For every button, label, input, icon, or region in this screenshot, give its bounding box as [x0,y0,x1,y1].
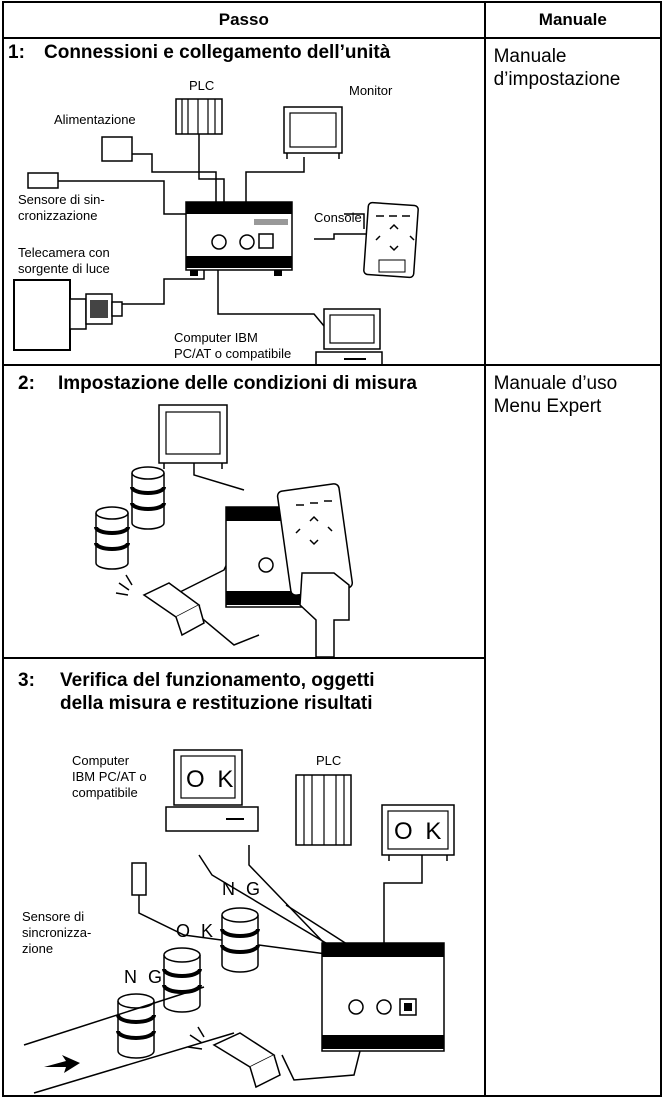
label-plc: PLC [189,78,214,93]
camera-icon [13,279,123,351]
monitor-icon [283,106,343,159]
step-cell-2: 2: Impostazione delle condizioni di misur… [2,364,486,659]
ok-mid-text: O K [176,921,216,941]
plc-icon [175,98,223,135]
label-computer-2: PC/AT o compatibile [174,346,291,361]
settings-diagram [94,404,354,657]
step-title-text: Connessioni e collegamento dell’unità [44,42,391,63]
ng-left-text: N G [124,967,165,987]
sensor-icon [27,172,59,189]
label-computer-3: compatibile [72,785,138,800]
label-sensor-1: Sensore di sin- [18,192,105,207]
step-number: 1: [8,42,25,63]
label-sensor-2: cronizzazione [18,208,98,223]
step-title-text: della misura e restituzione risultati [60,693,373,714]
label-camera-1: Telecamera con [18,245,110,260]
label-computer-2: IBM PC/AT o [72,769,147,784]
step-title-text: Impostazione delle condizioni di misura [58,373,417,394]
label-camera-2: sorgente di luce [18,261,110,276]
conveyor-lines [23,986,235,1094]
step-title-1: 1: Connessioni e collegamento dell’unità [4,39,484,64]
step-title-text: Verifica del funzionamento, oggetti [60,670,375,691]
controller-unit-icon [185,201,293,276]
step-row-1: 1: Connessioni e collegamento dell’unità [2,37,663,366]
label-sensor-1: Sensore di [22,909,84,924]
verification-diagram: O K Computer IBM PC/AT o compatibile PLC… [22,749,455,1094]
arrow-left-icon [44,1055,80,1073]
header-step: Passo [2,1,486,39]
label-power: Alimentazione [54,112,136,127]
step-title-3: 3: Verifica del funzionamento, oggetti de… [4,659,484,715]
table-header: Passo Manuale [2,1,663,39]
ok-screen-text: O K [186,766,236,793]
ok-monitor-text: O K [394,818,444,845]
label-console: Console [314,210,362,225]
hand-icon [299,572,350,657]
label-computer-1: Computer [72,753,130,768]
step-number: 2: [18,373,35,394]
manual-cell-2: Manuale d’uso Menu Expert [483,364,663,1097]
header-manual: Manuale [483,1,663,39]
object-cylinder-icon [130,466,166,530]
camera-icon [187,1026,281,1089]
label-sensor-2: sincronizza- [22,925,91,940]
label-sensor-3: zione [22,941,53,956]
console-icon [276,483,354,596]
step-row-2: 2: Impostazione delle condizioni di misur… [2,364,663,1097]
manual-cell-1: Manuale d’impostazione [483,37,663,366]
manual-line: Manuale [493,46,567,67]
monitor-icon [158,404,228,469]
step-cell-3: 3: Verifica del funzionamento, oggetti de… [2,657,486,1097]
object-cylinder-icon [162,947,202,1013]
step-title-2: 2: Impostazione delle condizioni di misur… [4,366,484,395]
label-plc: PLC [316,753,341,768]
step-number: 3: [18,670,35,691]
object-cylinder-icon [220,907,260,973]
computer-icon [165,749,259,832]
camera-icon [115,574,205,637]
monitor-icon [381,804,455,861]
connection-diagram: PLC Monitor Alimentazione Sensore di sin… [13,78,419,364]
sensor-icon [131,862,147,896]
controller-unit-icon [321,942,445,1052]
console-icon [363,201,419,279]
object-cylinder-icon [116,993,156,1059]
step-row-3: 3: Verifica del funzionamento, oggetti de… [2,657,661,1097]
manual-line: d’impostazione [493,69,621,90]
computer-icon [315,308,383,364]
label-monitor: Monitor [349,83,393,98]
plc-icon [295,774,352,846]
manual-line: Menu Expert [493,396,602,417]
ng-right-text: N G [222,879,263,899]
power-supply-icon [101,136,133,162]
step-cell-1: 1: Connessioni e collegamento dell’unità [2,37,486,366]
label-computer-1: Computer IBM [174,330,258,345]
manual-line: Manuale d’uso [493,373,618,394]
object-cylinder-icon [94,506,130,570]
